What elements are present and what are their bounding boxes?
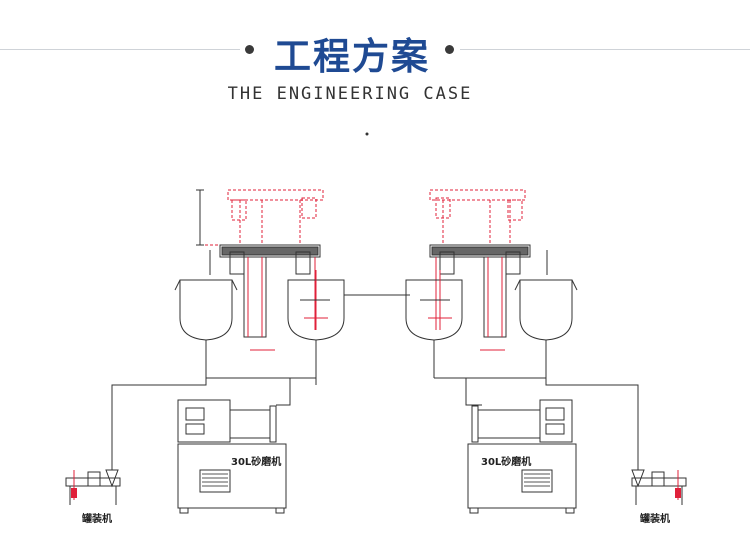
right-mill-control-box — [539, 399, 573, 443]
left-mill-base — [177, 443, 287, 509]
left-motor — [229, 251, 245, 275]
engineering-diagram: 30L砂磨机 30L砂磨机 罐装机 罐装机 — [65, 132, 687, 525]
left-column — [243, 256, 267, 338]
right-gantry-beam — [429, 244, 531, 258]
left-mill-control-box — [177, 399, 231, 443]
bullet-dot-right — [445, 45, 454, 54]
left-gantry-beam — [219, 244, 321, 258]
header-rule-right — [460, 49, 750, 50]
left-filler-label: 罐装机 — [81, 512, 112, 525]
right-tank-a — [405, 279, 463, 341]
right-filler-label: 罐装机 — [639, 512, 670, 525]
stray-mark — [365, 132, 369, 136]
left-mill-label: 30L砂磨机 — [231, 455, 281, 468]
right-mill-label: 30L砂磨机 — [481, 455, 531, 468]
right-mill-base — [467, 443, 577, 509]
right-tank-b — [519, 279, 573, 341]
right-column — [483, 256, 507, 338]
right-motor — [505, 251, 521, 275]
left-pipe-to-filler — [111, 378, 207, 470]
page-title: 工程方案 — [274, 35, 430, 78]
page-subtitle: THE ENGINEERING CASE — [227, 84, 473, 104]
left-pipe-top — [206, 377, 317, 385]
header-rule-left — [0, 49, 240, 50]
left-tank-a — [179, 279, 233, 341]
right-lift-frame-red — [429, 189, 526, 245]
right-pipe-to-filler — [545, 378, 639, 470]
right-mill-drum — [477, 409, 541, 439]
left-lift-frame-red — [205, 189, 324, 246]
left-tank-b — [287, 279, 345, 341]
left-mill-drum — [229, 409, 271, 439]
bullet-dot-left — [245, 45, 254, 54]
page-header: 工程方案 THE ENGINEERING CASE — [0, 0, 750, 120]
